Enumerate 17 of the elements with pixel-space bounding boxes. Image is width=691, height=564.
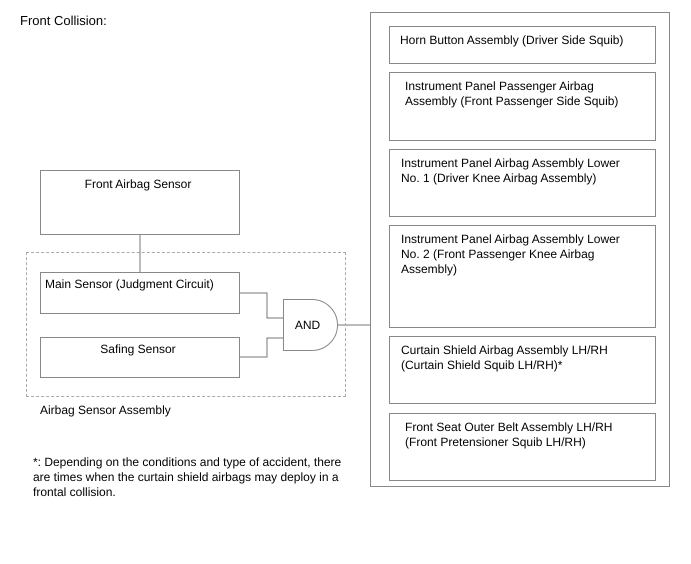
component-box: Instrument Panel Airbag Assembly Lower No. 2 (Front Passenger Knee Airbag Assembly) (389, 225, 656, 328)
component-box (370, 12, 670, 487)
component-box: Front Seat Outer Belt Assembly LH/RH (Front Pretensioner Squib LH/RH) (389, 413, 656, 481)
connector-line (338, 324, 370, 326)
group-label: Airbag Sensor Assembly (40, 403, 171, 418)
footnote: *: Depending on the conditions and type of accident, there are times when the curtain shield airbags may deploy in a frontal collision. (33, 455, 342, 500)
component-box: Main Sensor (Judgment Circuit) (40, 272, 240, 314)
component-box: Safing Sensor (40, 337, 240, 378)
connector-line (240, 338, 284, 358)
component-box: Front Airbag Sensor (40, 170, 240, 235)
diagram-title: Front Collision: (20, 13, 107, 28)
component-box: Instrument Panel Airbag Assembly Lower No. 1 (Driver Knee Airbag Assembly) (389, 149, 656, 217)
connector-line (240, 292, 284, 318)
component-box: Curtain Shield Airbag Assembly LH/RH (Curtain Shield Squib LH/RH)* (389, 336, 656, 404)
and-gate: AND (283, 299, 338, 351)
component-box: Horn Button Assembly (Driver Side Squib) (389, 26, 656, 64)
component-box: Instrument Panel Passenger Airbag Assembly (Front Passenger Side Squib) (389, 72, 656, 141)
